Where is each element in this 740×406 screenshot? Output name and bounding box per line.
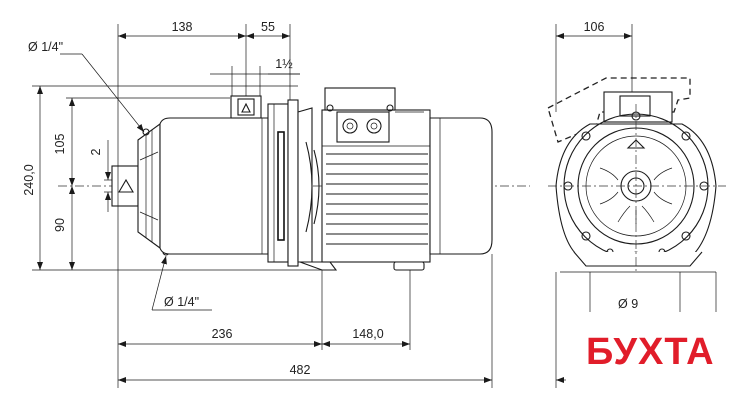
dim-2: 2	[89, 148, 103, 155]
dim-240: 240,0	[22, 164, 36, 195]
port-label-bottom: Ø 1/4"	[164, 295, 199, 309]
end-view: 106 Ø 9	[547, 20, 726, 388]
dim-1-half: 1½	[275, 57, 293, 71]
dim-148: 148,0	[352, 327, 383, 341]
cooling-fins	[326, 153, 428, 245]
port-label-top: Ø 1/4"	[28, 40, 63, 54]
dim-90: 90	[53, 218, 67, 232]
dim-106: 106	[584, 20, 605, 34]
dim-phi9: Ø 9	[618, 297, 638, 311]
side-view: 138 55 1½ Ø 1/4" 240,0 105 90 2	[22, 20, 530, 388]
dim-55: 55	[261, 20, 275, 34]
dim-482: 482	[290, 363, 311, 377]
dim-138: 138	[172, 20, 193, 34]
logo: БУХТА	[585, 330, 715, 375]
logo-text: БУХТА	[586, 331, 715, 373]
dim-105: 105	[53, 134, 67, 155]
dim-236: 236	[212, 327, 233, 341]
